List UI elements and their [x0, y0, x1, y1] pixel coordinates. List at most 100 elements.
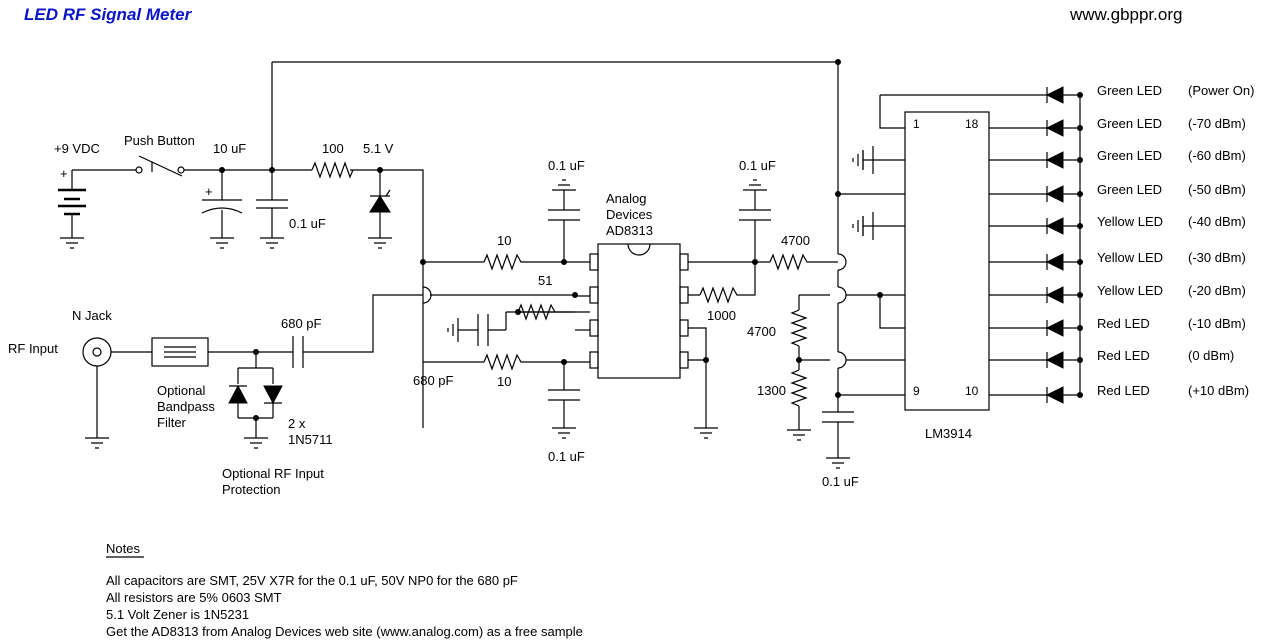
- led-ladder: Green LED(Power On)Green LED(-70 dBm)Gre…: [989, 83, 1254, 404]
- ic2-pin10-label: 10: [965, 384, 979, 398]
- led-junction-dot: [1077, 191, 1083, 197]
- resistor-4700-h: [769, 253, 810, 271]
- led-level-label: (+10 dBm): [1188, 383, 1249, 398]
- led-name-label: Red LED: [1097, 383, 1150, 398]
- wire-hops: [422, 253, 847, 369]
- led-name-label: Yellow LED: [1097, 214, 1163, 229]
- resistor-10-top: [483, 253, 524, 271]
- led-diode-icon: [1045, 217, 1064, 235]
- led-row: Yellow LED (-20 dBm): [989, 283, 1246, 304]
- rf-input-label: RF Input: [8, 341, 58, 356]
- resistor-1300: [790, 369, 808, 407]
- ic2-pin9-label: 9: [913, 384, 920, 398]
- led-name-label: Red LED: [1097, 316, 1150, 331]
- diodes-label-1: 2 x: [288, 416, 306, 431]
- led-diode-icon: [1045, 319, 1064, 337]
- cap-01uf-top1-label: 0.1 uF: [548, 158, 585, 173]
- led-row: Red LED (+10 dBm): [989, 383, 1249, 404]
- led-diode-icon: [1045, 253, 1064, 271]
- led-diode-icon: [1045, 86, 1064, 104]
- res-10-top-label: 10: [497, 233, 511, 248]
- led-name-label: Green LED: [1097, 148, 1162, 163]
- battery-plus-sign: +: [60, 166, 68, 181]
- led-diode-icon: [1045, 286, 1064, 304]
- resistor-10-bot: [483, 353, 524, 371]
- ic1-label-1: Analog: [606, 191, 646, 206]
- led-junction-dot: [1077, 357, 1083, 363]
- led-row: Red LED(0 dBm): [989, 348, 1234, 369]
- cap-01uf-right-label: 0.1 uF: [822, 474, 859, 489]
- led-row: Red LED (-10 dBm): [989, 316, 1246, 337]
- led-name-label: Green LED: [1097, 83, 1162, 98]
- res-1000-label: 1000: [707, 308, 736, 323]
- led-diode-icon: [1045, 351, 1064, 369]
- led-level-label: (Power On): [1188, 83, 1254, 98]
- switch-and-connectors: [82, 155, 185, 367]
- led-name-label: Yellow LED: [1097, 250, 1163, 265]
- notes-heading: Notes: [106, 541, 140, 556]
- led-level-label: (-40 dBm): [1188, 214, 1246, 229]
- led-level-label: (-20 dBm): [1188, 283, 1246, 298]
- push-button-contact-left: [135, 166, 143, 174]
- led-row: Yellow LED (-40 dBm): [989, 214, 1246, 235]
- resistor-4700-v: [790, 309, 808, 347]
- led-row: Green LED (-50 dBm): [989, 182, 1246, 203]
- led-level-label: (-50 dBm): [1188, 182, 1246, 197]
- led-level-label: (-10 dBm): [1188, 316, 1246, 331]
- led-row: Yellow LED (-30 dBm): [989, 250, 1246, 271]
- bandpass-label-3: Filter: [157, 415, 187, 430]
- led-level-label: (-70 dBm): [1188, 116, 1246, 131]
- cap-01uf-top2-label: 0.1 uF: [739, 158, 776, 173]
- resistors: [311, 161, 810, 407]
- push-button-contact-right: [177, 166, 185, 174]
- ic2-label: LM3914: [925, 426, 972, 441]
- led-name-label: Green LED: [1097, 182, 1162, 197]
- led-diode-icon: [1045, 119, 1064, 137]
- led-junction-dot: [1077, 325, 1083, 331]
- diodes-label-2: 1N5711: [288, 432, 333, 447]
- led-name-label: Red LED: [1097, 348, 1150, 363]
- ic1-label-2: Devices: [606, 207, 653, 222]
- n-jack-label: N Jack: [72, 308, 112, 323]
- cap-680pf-in-label: 680 pF: [281, 316, 322, 331]
- res-4700-v-label: 4700: [747, 324, 776, 339]
- zener-label: 5.1 V: [363, 141, 394, 156]
- led-diode-icon: [1045, 151, 1064, 169]
- led-row: Green LED(-70 dBm): [989, 116, 1246, 137]
- cap-01uf-bot-label: 0.1 uF: [548, 449, 585, 464]
- res-4700-h-label: 4700: [781, 233, 810, 248]
- led-junction-dot: [1077, 223, 1083, 229]
- led-junction-dot: [1077, 259, 1083, 265]
- led-level-label: (-60 dBm): [1188, 148, 1246, 163]
- push-button-label: Push Button: [124, 133, 195, 148]
- component-labels: +9 VDC + Push Button 10 uF + 0.1 uF 100 …: [8, 117, 979, 497]
- res-10-bot-label: 10: [497, 374, 511, 389]
- led-row: Green LED (Power On): [1045, 83, 1254, 104]
- supply-label: +9 VDC: [54, 141, 100, 156]
- notes-section: Notes All capacitors are SMT, 25V X7R fo…: [106, 541, 583, 639]
- wiring: [58, 61, 1081, 458]
- cap-680pf-low-label: 680 pF: [413, 373, 454, 388]
- website-label: www.gbppr.org: [1069, 5, 1182, 24]
- led-name-label: Yellow LED: [1097, 283, 1163, 298]
- junction-dots: [219, 59, 883, 421]
- led-junction-dot: [1077, 157, 1083, 163]
- cap-plus-sign: +: [205, 184, 213, 199]
- led-row: Green LED (-60 dBm): [989, 148, 1246, 169]
- ground-symbols: [60, 150, 864, 469]
- bandpass-label-1: Optional: [157, 383, 206, 398]
- ic2-pin1-label: 1: [913, 117, 920, 131]
- protection-label-2: Protection: [222, 482, 281, 497]
- led-level-label: (-30 dBm): [1188, 250, 1246, 265]
- res-100-label: 100: [322, 141, 344, 156]
- led-junction-dot: [1077, 292, 1083, 298]
- led-junction-dot: [1077, 392, 1083, 398]
- note-line-1: All capacitors are SMT, 25V X7R for the …: [106, 573, 518, 588]
- note-line-2: All resistors are 5% 0603 SMT: [106, 590, 282, 605]
- res-1300-label: 1300: [757, 383, 786, 398]
- cap-01uf-supply-label: 0.1 uF: [289, 216, 326, 231]
- bandpass-label-2: Bandpass: [157, 399, 215, 414]
- resistor-51: [517, 303, 556, 321]
- protection-label-1: Optional RF Input: [222, 466, 324, 481]
